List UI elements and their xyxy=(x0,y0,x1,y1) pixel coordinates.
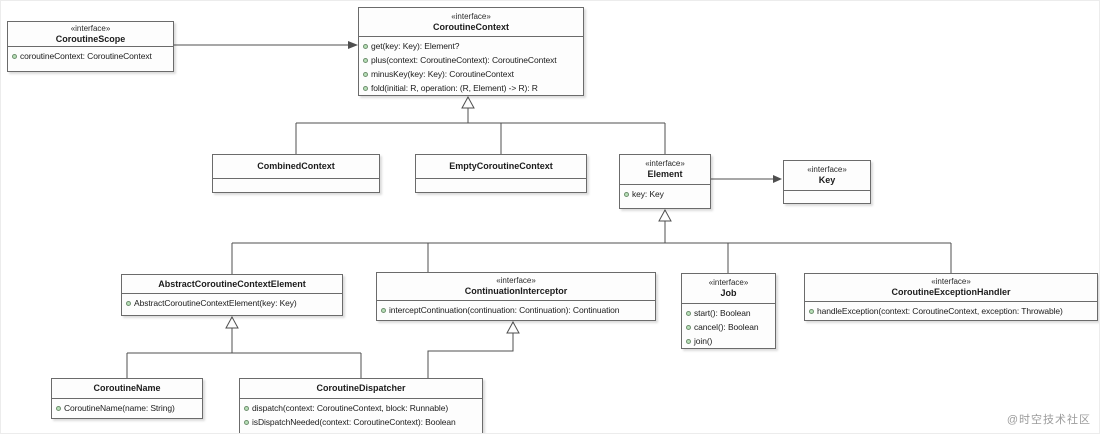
class-name: ContinuationInterceptor xyxy=(464,286,568,296)
class-title: «interface» Job xyxy=(682,274,775,304)
visibility-dot-icon xyxy=(363,85,368,91)
visibility-dot-icon xyxy=(126,300,131,306)
member-row: fold(initial: R, operation: (R, Element)… xyxy=(363,81,579,95)
class-name: CombinedContext xyxy=(257,161,335,171)
class-box-coroutine-context: «interface» CoroutineContext get(key: Ke… xyxy=(358,7,584,96)
visibility-dot-icon xyxy=(624,191,629,197)
class-title: AbstractCoroutineContextElement xyxy=(122,275,342,294)
visibility-dot-icon xyxy=(686,310,691,316)
member-row: cancel(): Boolean xyxy=(686,320,771,334)
class-name: EmptyCoroutineContext xyxy=(449,161,553,171)
member-row: minusKey(key: Key): CoroutineContext xyxy=(363,67,579,81)
class-members: start(): Boolean cancel(): Boolean join(… xyxy=(682,304,775,348)
class-name: CoroutineScope xyxy=(55,33,126,44)
class-title: «interface» ContinuationInterceptor xyxy=(377,273,655,301)
class-title: «interface» Key xyxy=(784,161,870,191)
edge-element-children xyxy=(231,208,952,274)
class-box-element: «interface» Element key: Key xyxy=(619,154,711,209)
member-row: CoroutineName(name: String) xyxy=(56,401,198,415)
class-members: handleException(context: CoroutineContex… xyxy=(805,302,1097,320)
watermark-text: @时空技术社区 xyxy=(1006,414,1091,426)
class-members xyxy=(784,191,870,203)
member-row: isDispatchNeeded(context: CoroutineConte… xyxy=(244,415,478,429)
class-box-key: «interface» Key xyxy=(783,160,871,204)
class-box-coroutine-dispatcher: CoroutineDispatcher dispatch(context: Co… xyxy=(239,378,483,433)
member-row: coroutineContext: CoroutineContext xyxy=(12,49,169,63)
visibility-dot-icon xyxy=(244,405,249,411)
class-stereotype: «interface» xyxy=(645,159,685,168)
member-row: start(): Boolean xyxy=(686,306,771,320)
visibility-dot-icon xyxy=(12,53,17,59)
class-members: dispatch(context: CoroutineContext, bloc… xyxy=(240,399,482,433)
class-name: Key xyxy=(818,175,836,185)
class-title: CoroutineName xyxy=(52,379,202,399)
edge-element-to-key xyxy=(711,175,782,183)
visibility-dot-icon xyxy=(686,324,691,330)
member-row: AbstractCoroutineContextElement(key: Key… xyxy=(126,296,338,310)
class-members: AbstractCoroutineContextElement(key: Key… xyxy=(122,294,342,315)
class-title: CoroutineDispatcher xyxy=(240,379,482,399)
class-title: «interface» CoroutineContext xyxy=(359,8,583,37)
class-box-continuation-interceptor: «interface» ContinuationInterceptor inte… xyxy=(376,272,656,321)
class-members: key: Key xyxy=(620,185,710,208)
class-title: EmptyCoroutineContext xyxy=(416,155,586,179)
class-name: Job xyxy=(720,288,737,298)
member-row: join() xyxy=(686,334,771,348)
visibility-dot-icon xyxy=(381,307,386,313)
class-title: «interface» Element xyxy=(620,155,710,185)
visibility-dot-icon xyxy=(56,405,61,411)
class-box-coroutine-scope: «interface» CoroutineScope coroutineCont… xyxy=(7,21,174,72)
edge-interceptor-to-dispatcher xyxy=(427,320,520,378)
class-members xyxy=(213,179,379,192)
member-row: handleException(context: CoroutineContex… xyxy=(809,304,1093,318)
edge-context-children xyxy=(295,95,666,154)
class-box-empty-coroutine-context: EmptyCoroutineContext xyxy=(415,154,587,193)
visibility-dot-icon xyxy=(363,71,368,77)
member-row: dispatch(context: CoroutineContext, bloc… xyxy=(244,401,478,415)
edge-scope-to-context xyxy=(174,41,358,49)
visibility-dot-icon xyxy=(809,308,814,314)
class-name: CoroutineName xyxy=(93,383,161,393)
edge-abstract-element-children xyxy=(126,315,362,378)
class-box-coroutine-exception-handler: «interface» CoroutineExceptionHandler ha… xyxy=(804,273,1098,321)
class-name: CoroutineContext xyxy=(433,21,509,32)
class-box-coroutine-name: CoroutineName CoroutineName(name: String… xyxy=(51,378,203,419)
class-box-job: «interface» Job start(): Boolean cancel(… xyxy=(681,273,776,349)
class-stereotype: «interface» xyxy=(931,277,971,286)
visibility-dot-icon xyxy=(363,57,368,63)
class-members: coroutineContext: CoroutineContext xyxy=(8,47,173,71)
visibility-dot-icon xyxy=(244,419,249,425)
class-stereotype: «interface» xyxy=(807,165,847,174)
visibility-dot-icon xyxy=(686,338,691,344)
class-members: CoroutineName(name: String) xyxy=(52,399,202,418)
member-row: get(key: Key): Element? xyxy=(363,39,579,53)
class-name: CoroutineExceptionHandler xyxy=(891,287,1011,297)
class-stereotype: «interface» xyxy=(708,278,749,287)
class-title: CombinedContext xyxy=(213,155,379,179)
member-row: key: Key xyxy=(624,187,706,201)
member-row: interceptContinuation(continuation: Cont… xyxy=(381,303,651,317)
class-title: «interface» CoroutineExceptionHandler xyxy=(805,274,1097,302)
member-row: plus(context: CoroutineContext): Corouti… xyxy=(363,53,579,67)
class-title: «interface» CoroutineScope xyxy=(8,22,173,47)
class-name: AbstractCoroutineContextElement xyxy=(158,278,306,289)
visibility-dot-icon xyxy=(363,43,368,49)
class-stereotype: «interface» xyxy=(451,11,491,21)
class-members xyxy=(416,179,586,192)
class-name: CoroutineDispatcher xyxy=(316,383,406,393)
class-members: get(key: Key): Element? plus(context: Co… xyxy=(359,37,583,95)
class-box-combined-context: CombinedContext xyxy=(212,154,380,193)
class-box-abstract-coroutine-context-element: AbstractCoroutineContextElement Abstract… xyxy=(121,274,343,316)
class-name: Element xyxy=(647,169,683,179)
class-members: interceptContinuation(continuation: Cont… xyxy=(377,301,655,320)
class-stereotype: «interface» xyxy=(70,23,111,33)
class-stereotype: «interface» xyxy=(496,276,536,285)
